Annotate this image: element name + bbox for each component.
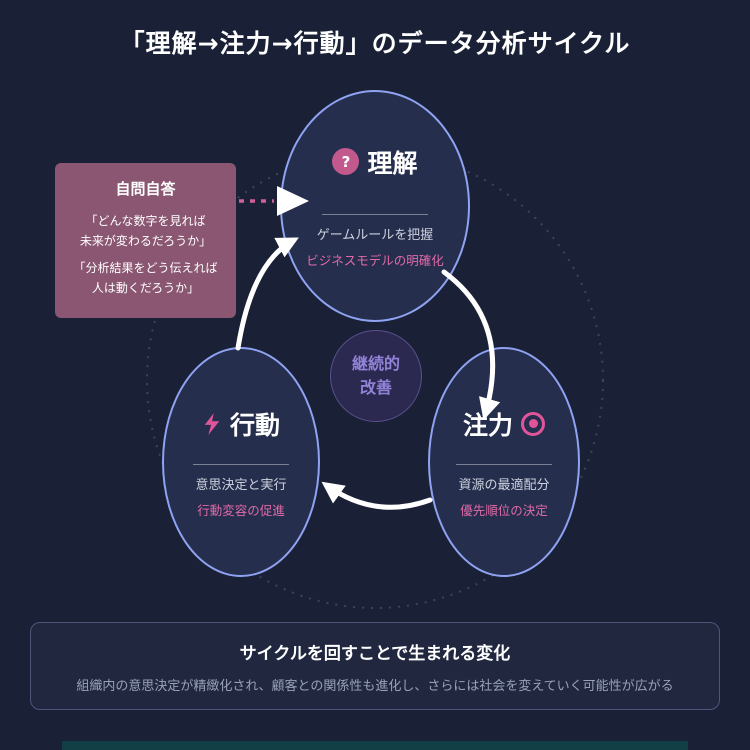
callout-quote-1: 「どんな数字を見れば 未来が変わるだろうか」 bbox=[79, 214, 212, 249]
node-action: 行動 意思決定と実行 行動変容の促進 bbox=[162, 347, 320, 577]
node-action-head: 行動 bbox=[202, 406, 280, 442]
node-focus: 注力 資源の最適配分 優先順位の決定 bbox=[428, 347, 580, 577]
center-improvement-badge: 継続的 改善 bbox=[330, 330, 422, 422]
target-dot bbox=[528, 419, 538, 428]
arrow-focus-to-action bbox=[321, 481, 433, 510]
node-action-desc: 意思決定と実行 bbox=[195, 477, 287, 493]
node-understand: ? 理解 ゲームルールを把握 ビジネスモデルの明確化 bbox=[280, 90, 470, 322]
callout-quote-2: 「分析結果をどう伝えれば 人は動くだろうか」 bbox=[73, 260, 218, 296]
node-understand-desc: ゲームルールを把握 bbox=[316, 227, 434, 243]
arrow-action-to-understand bbox=[235, 237, 299, 351]
divider bbox=[456, 463, 552, 465]
question-icon: ? bbox=[332, 148, 360, 175]
node-focus-desc: 資源の最適配分 bbox=[458, 477, 550, 493]
summary-title: サイクルを回すことで生まれる変化 bbox=[239, 643, 511, 664]
lightning-bolt-icon bbox=[202, 411, 222, 437]
node-action-accent: 行動変容の促進 bbox=[197, 502, 285, 518]
callout-title: 自問自答 bbox=[115, 180, 176, 198]
target-icon bbox=[521, 411, 545, 436]
node-focus-accent: 優先順位の決定 bbox=[460, 502, 548, 518]
node-understand-head: ? 理解 bbox=[332, 144, 418, 180]
summary-panel: サイクルを回すことで生まれる変化 組織内の意思決定が精緻化され、顧客との関係性も… bbox=[30, 622, 720, 710]
divider bbox=[193, 463, 289, 465]
divider bbox=[322, 213, 428, 215]
self-question-callout: 自問自答 「どんな数字を見れば 未来が変わるだろうか」 「分析結果をどう伝えれば… bbox=[55, 163, 236, 318]
bottom-strip bbox=[62, 741, 688, 750]
node-action-label: 行動 bbox=[229, 410, 280, 440]
node-understand-accent: ビジネスモデルの明確化 bbox=[306, 252, 444, 268]
node-focus-head: 注力 bbox=[463, 406, 545, 442]
summary-body: 組織内の意思決定が精緻化され、顧客との関係性も進化し、さらには社会を変えていく可… bbox=[76, 678, 674, 694]
node-understand-label: 理解 bbox=[367, 148, 418, 178]
node-focus-label: 注力 bbox=[462, 410, 513, 440]
page-title: 「理解→注力→行動」のデータ分析サイクル bbox=[119, 29, 631, 58]
